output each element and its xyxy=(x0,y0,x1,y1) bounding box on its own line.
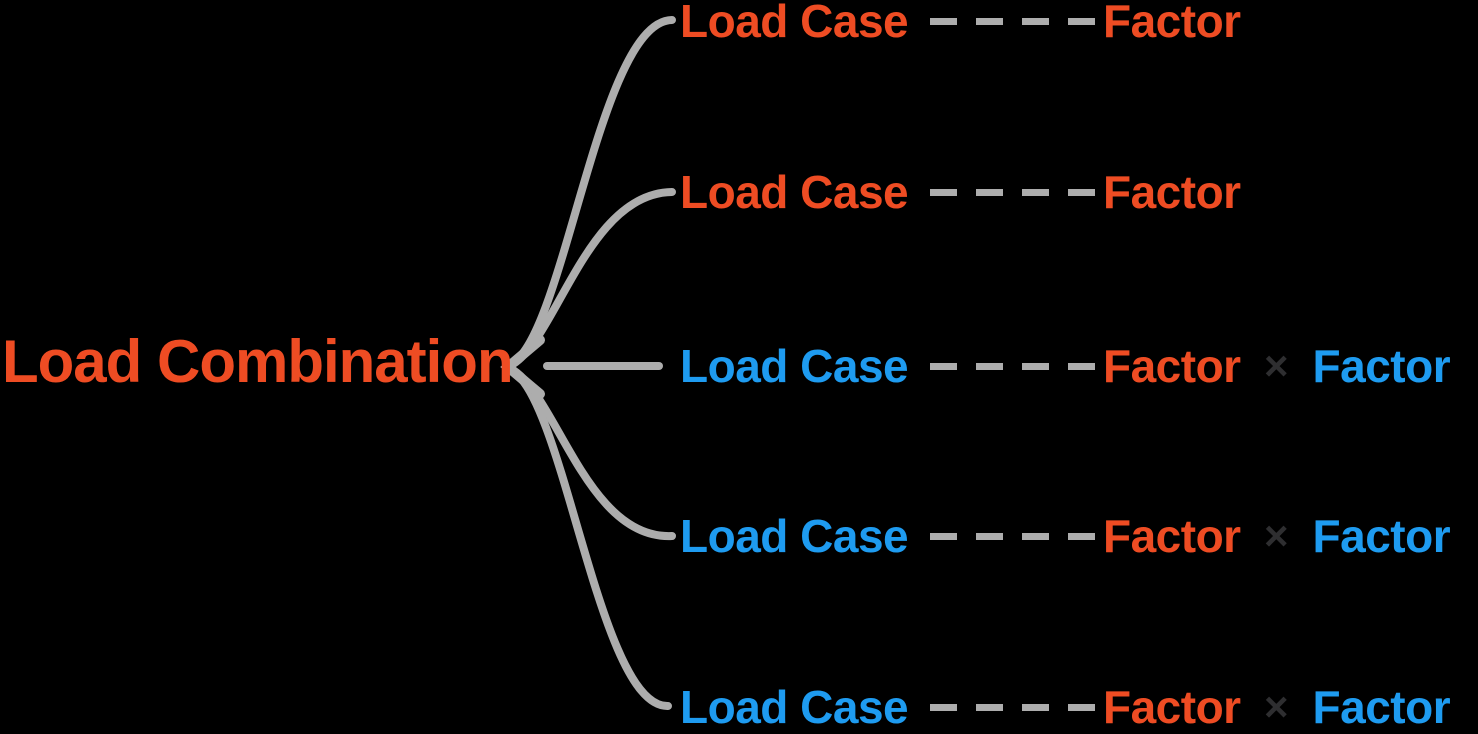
dashed-connector xyxy=(930,703,1095,711)
load-combination-title: Load Combination xyxy=(2,328,514,395)
factor-label: Factor xyxy=(1103,340,1241,392)
factor-label: Factor xyxy=(1103,0,1241,47)
arrowhead-icon xyxy=(500,335,545,399)
dashed-connector xyxy=(930,17,1095,25)
dashed-connector xyxy=(930,532,1095,540)
factor-secondary-label: Factor xyxy=(1312,340,1451,392)
branch-row-3: Load Case Factor × Factor xyxy=(680,340,1451,392)
multiply-sign: × xyxy=(1264,683,1289,730)
factor-label: Factor xyxy=(1103,166,1241,218)
load-case-label: Load Case xyxy=(680,510,909,562)
load-case-label: Load Case xyxy=(680,681,909,733)
multiply-sign: × xyxy=(1264,512,1289,559)
branch-row-4: Load Case Factor × Factor xyxy=(680,510,1451,562)
dashed-connector xyxy=(930,188,1095,196)
factor-label: Factor xyxy=(1103,510,1241,562)
branch-curve-row-1 xyxy=(510,16,676,366)
branch-row-2: Load Case Factor xyxy=(680,166,1250,218)
load-case-label: Load Case xyxy=(680,166,909,218)
branch-row-1: Load Case Factor xyxy=(680,0,1250,47)
multiply-sign: × xyxy=(1264,342,1289,389)
factor-secondary-label: Factor xyxy=(1312,681,1451,733)
dashed-connector xyxy=(930,362,1095,370)
load-case-label: Load Case xyxy=(680,340,909,392)
load-case-label: Load Case xyxy=(680,0,909,47)
branch-curve-row-5 xyxy=(510,368,672,711)
factor-label: Factor xyxy=(1103,681,1241,733)
factor-secondary-label: Factor xyxy=(1312,510,1451,562)
branch-row-5: Load Case Factor × Factor xyxy=(680,681,1451,733)
